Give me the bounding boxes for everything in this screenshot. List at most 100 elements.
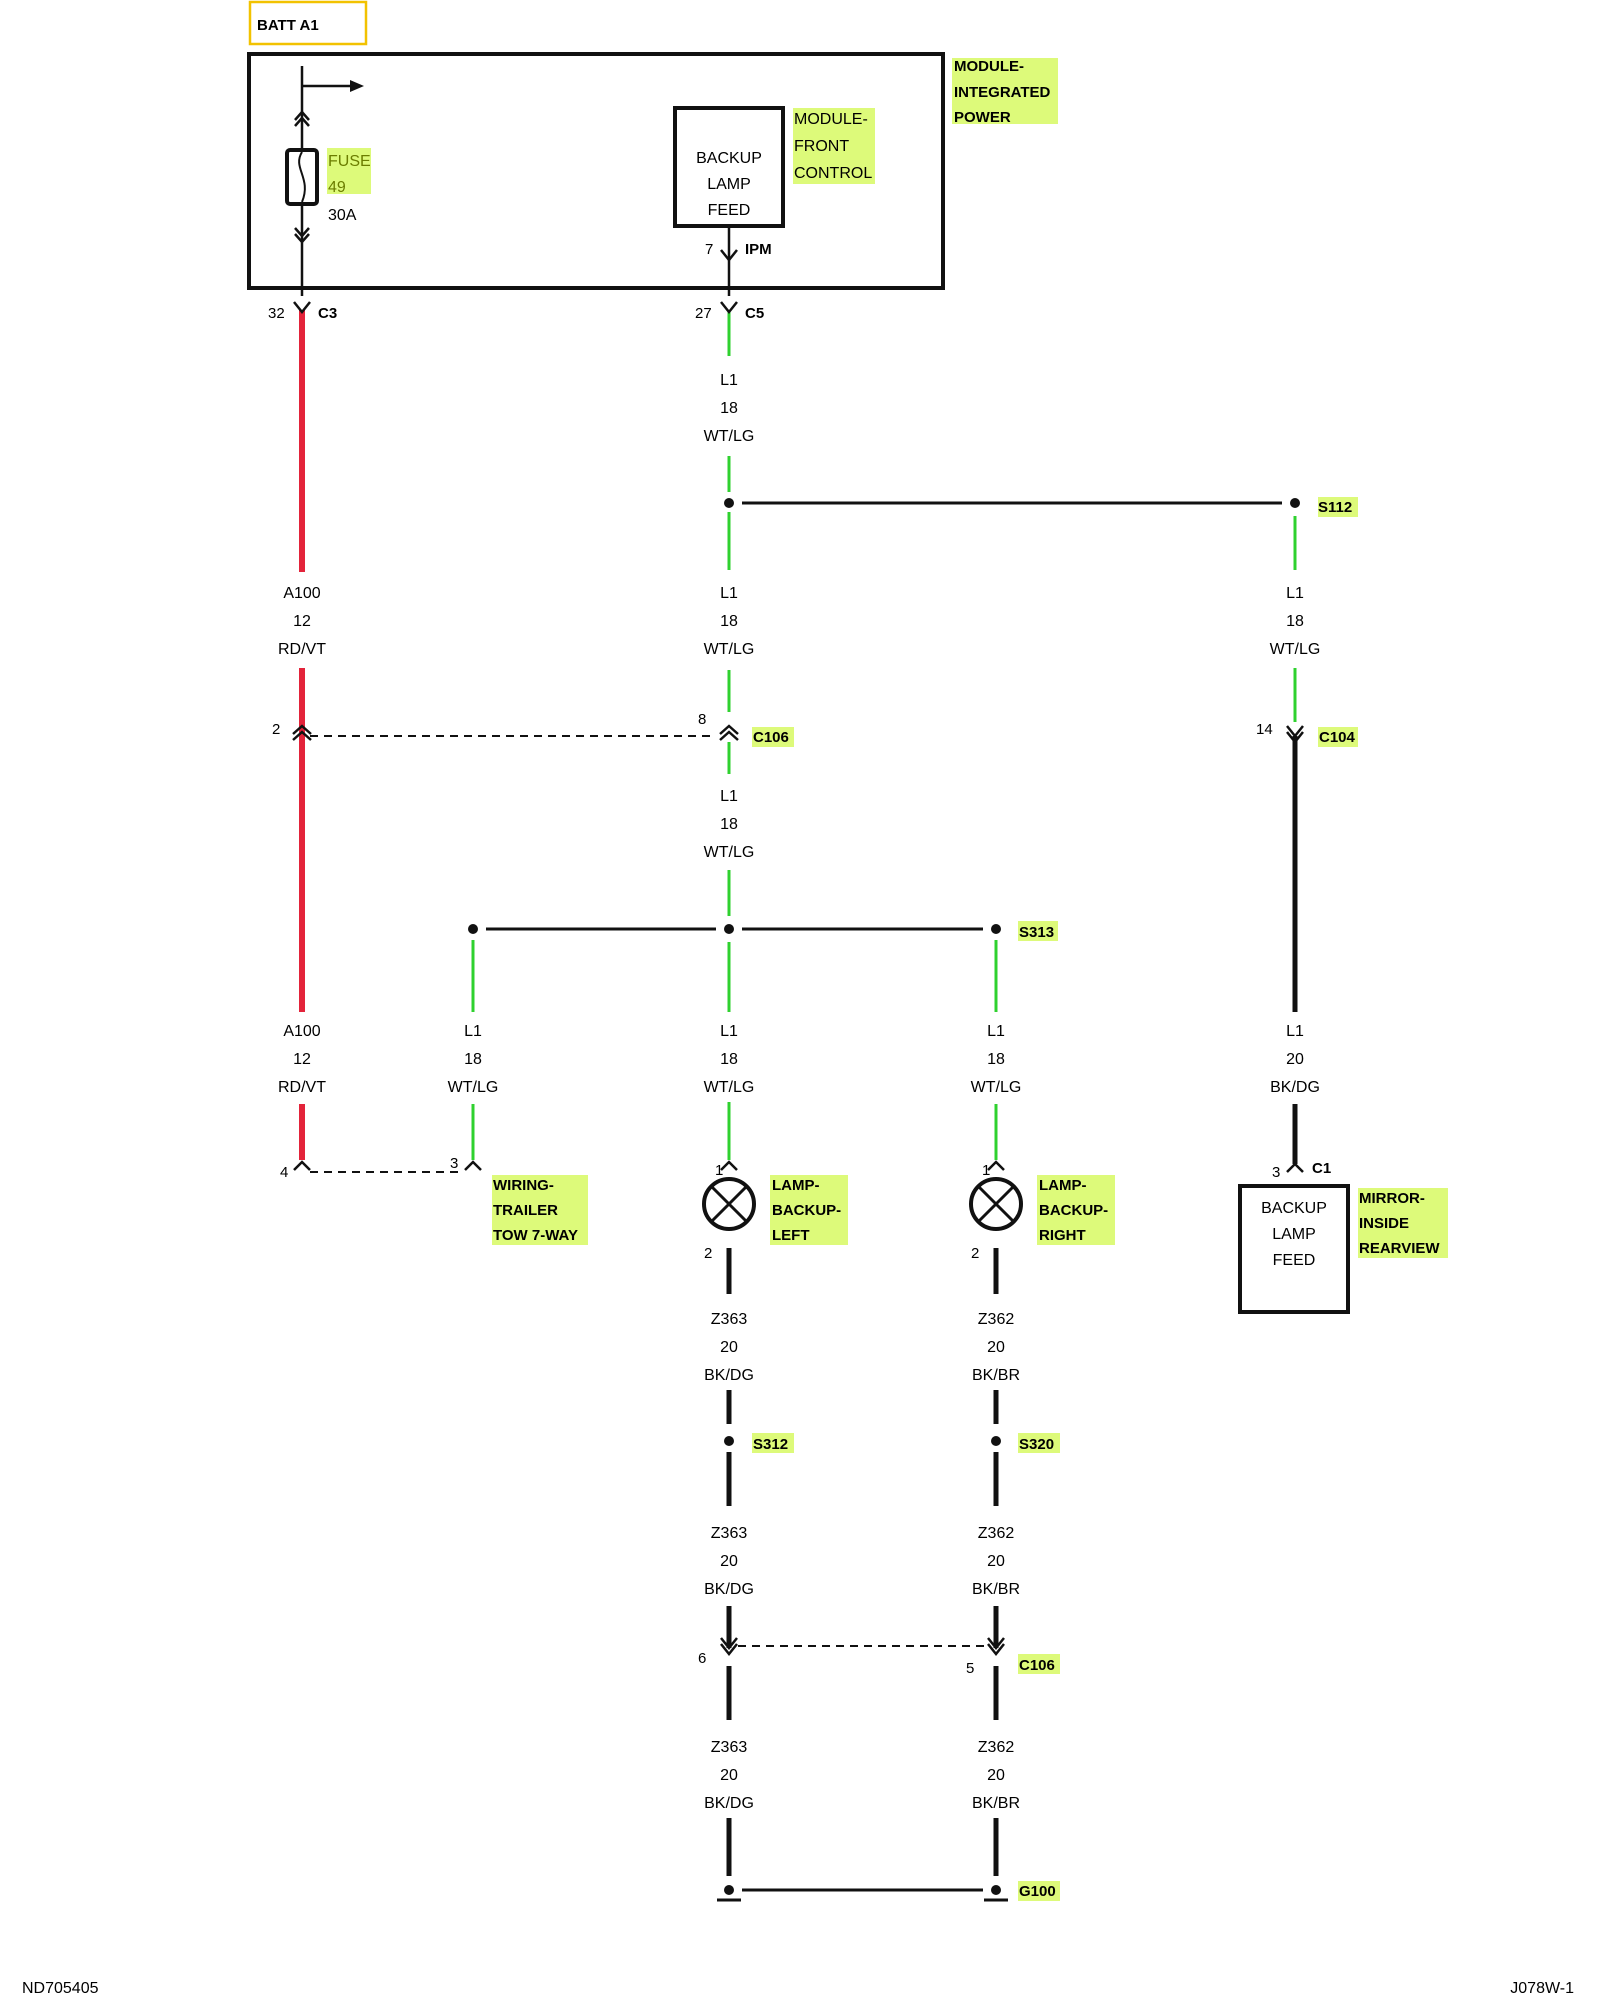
mirror-feed-label: BACKUP LAMP FEED [1261, 1200, 1327, 1269]
svg-text:5: 5 [966, 1660, 974, 1677]
fuse-upper-chevron-icon [294, 110, 310, 127]
svg-text:18: 18 [987, 1051, 1005, 1068]
svg-text:20: 20 [987, 1339, 1005, 1356]
c106-z363-connector-icon [720, 1637, 738, 1657]
svg-text:TOW 7-WAY: TOW 7-WAY [493, 1227, 578, 1244]
svg-text:3: 3 [450, 1155, 458, 1172]
svg-text:18: 18 [720, 1051, 738, 1068]
svg-text:1: 1 [715, 1162, 723, 1179]
svg-text:Z362: Z362 [978, 1739, 1015, 1756]
svg-text:WT/LG: WT/LG [704, 844, 755, 861]
fuse-symbol [285, 148, 319, 206]
svg-text:WT/LG: WT/LG [704, 1079, 755, 1096]
s320-dot [991, 1436, 1001, 1446]
svg-text:LAMP-: LAMP- [1039, 1177, 1087, 1194]
svg-text:2: 2 [704, 1245, 712, 1262]
svg-text:INSIDE: INSIDE [1359, 1215, 1409, 1232]
svg-text:FEED: FEED [708, 202, 751, 219]
svg-text:WT/LG: WT/LG [448, 1079, 499, 1096]
fuse-label: FUSE 49 30A [328, 153, 371, 224]
svg-text:FRONT: FRONT [794, 138, 849, 155]
svg-text:18: 18 [1286, 613, 1304, 630]
svg-text:L1: L1 [720, 1023, 738, 1040]
c104-connector-icon [1286, 725, 1304, 745]
svg-text:L1: L1 [720, 788, 738, 805]
svg-text:RD/VT: RD/VT [278, 1079, 326, 1096]
svg-text:8: 8 [698, 711, 706, 728]
svg-text:C5: C5 [745, 305, 764, 322]
s313-dot [991, 924, 1001, 934]
svg-text:12: 12 [293, 1051, 311, 1068]
svg-text:A100: A100 [283, 585, 320, 602]
svg-text:7: 7 [705, 241, 713, 258]
svg-text:18: 18 [720, 816, 738, 833]
g100-left-dot [724, 1885, 734, 1895]
svg-text:MIRROR-: MIRROR- [1359, 1190, 1425, 1207]
svg-text:Z363: Z363 [711, 1525, 748, 1542]
svg-text:20: 20 [987, 1553, 1005, 1570]
component-lamp-left-label: LAMP- BACKUP- LEFT [772, 1177, 841, 1244]
svg-text:LAMP: LAMP [707, 176, 751, 193]
svg-text:6: 6 [698, 1650, 706, 1667]
svg-text:IPM: IPM [745, 241, 772, 258]
svg-text:12: 12 [293, 613, 311, 630]
connector-labels: 7 IPM 32 C3 27 C5 2 8 C106 14 C104 4 3 1… [268, 241, 1356, 1677]
svg-text:BACKUP-: BACKUP- [1039, 1202, 1108, 1219]
svg-text:REARVIEW: REARVIEW [1359, 1240, 1440, 1257]
svg-text:20: 20 [720, 1553, 738, 1570]
svg-text:27: 27 [695, 305, 712, 322]
svg-text:S312: S312 [753, 1436, 788, 1453]
svg-text:INTEGRATED: INTEGRATED [954, 84, 1051, 101]
svg-text:L1: L1 [464, 1023, 482, 1040]
svg-text:C3: C3 [318, 305, 337, 322]
svg-text:18: 18 [720, 613, 738, 630]
svg-text:BK/BR: BK/BR [972, 1795, 1020, 1812]
s313-center-dot [724, 924, 734, 934]
mirror-feed-box [1238, 1184, 1350, 1314]
front-control-label: MODULE- FRONT CONTROL [794, 111, 872, 182]
svg-text:BK/DG: BK/DG [1270, 1079, 1320, 1096]
svg-text:C106: C106 [1019, 1657, 1055, 1674]
svg-text:S112: S112 [1318, 499, 1352, 516]
svg-text:L1: L1 [720, 372, 738, 389]
svg-text:2: 2 [971, 1245, 979, 1262]
batt-a1-label: BATT A1 [257, 17, 319, 34]
ipm-connector-icon [720, 249, 738, 263]
svg-text:20: 20 [720, 1339, 738, 1356]
svg-text:MODULE-: MODULE- [794, 111, 868, 128]
svg-text:CONTROL: CONTROL [794, 165, 872, 182]
svg-text:BK/BR: BK/BR [972, 1581, 1020, 1598]
svg-text:BK/BR: BK/BR [972, 1367, 1020, 1384]
svg-text:L1: L1 [1286, 1023, 1304, 1040]
wires [299, 66, 1298, 1892]
svg-text:WT/LG: WT/LG [704, 641, 755, 658]
svg-text:S320: S320 [1019, 1436, 1054, 1453]
svg-text:20: 20 [1286, 1051, 1304, 1068]
svg-text:BK/DG: BK/DG [704, 1367, 754, 1384]
svg-text:49: 49 [328, 179, 346, 196]
fuse-lower-chevron-icon [294, 227, 310, 244]
connector-symbols [292, 110, 1304, 1657]
svg-text:Z363: Z363 [711, 1739, 748, 1756]
svg-text:TRAILER: TRAILER [493, 1202, 558, 1219]
mirror-name-label: MIRROR- INSIDE REARVIEW [1359, 1190, 1440, 1257]
trailer-l1-connector-icon [464, 1160, 482, 1171]
footer-right-code: J078W-1 [1510, 1980, 1574, 1997]
lamp-left-in-connector-icon [720, 1160, 738, 1171]
svg-text:1: 1 [982, 1162, 990, 1179]
c106-z362-connector-icon [987, 1637, 1005, 1657]
svg-text:C1: C1 [1312, 1160, 1331, 1177]
svg-text:C104: C104 [1319, 729, 1356, 746]
integrated-power-module-box [247, 52, 945, 290]
c5-connector-icon [720, 301, 738, 315]
fuse-rating: 30A [328, 207, 357, 224]
s112-left-dot [724, 498, 734, 508]
